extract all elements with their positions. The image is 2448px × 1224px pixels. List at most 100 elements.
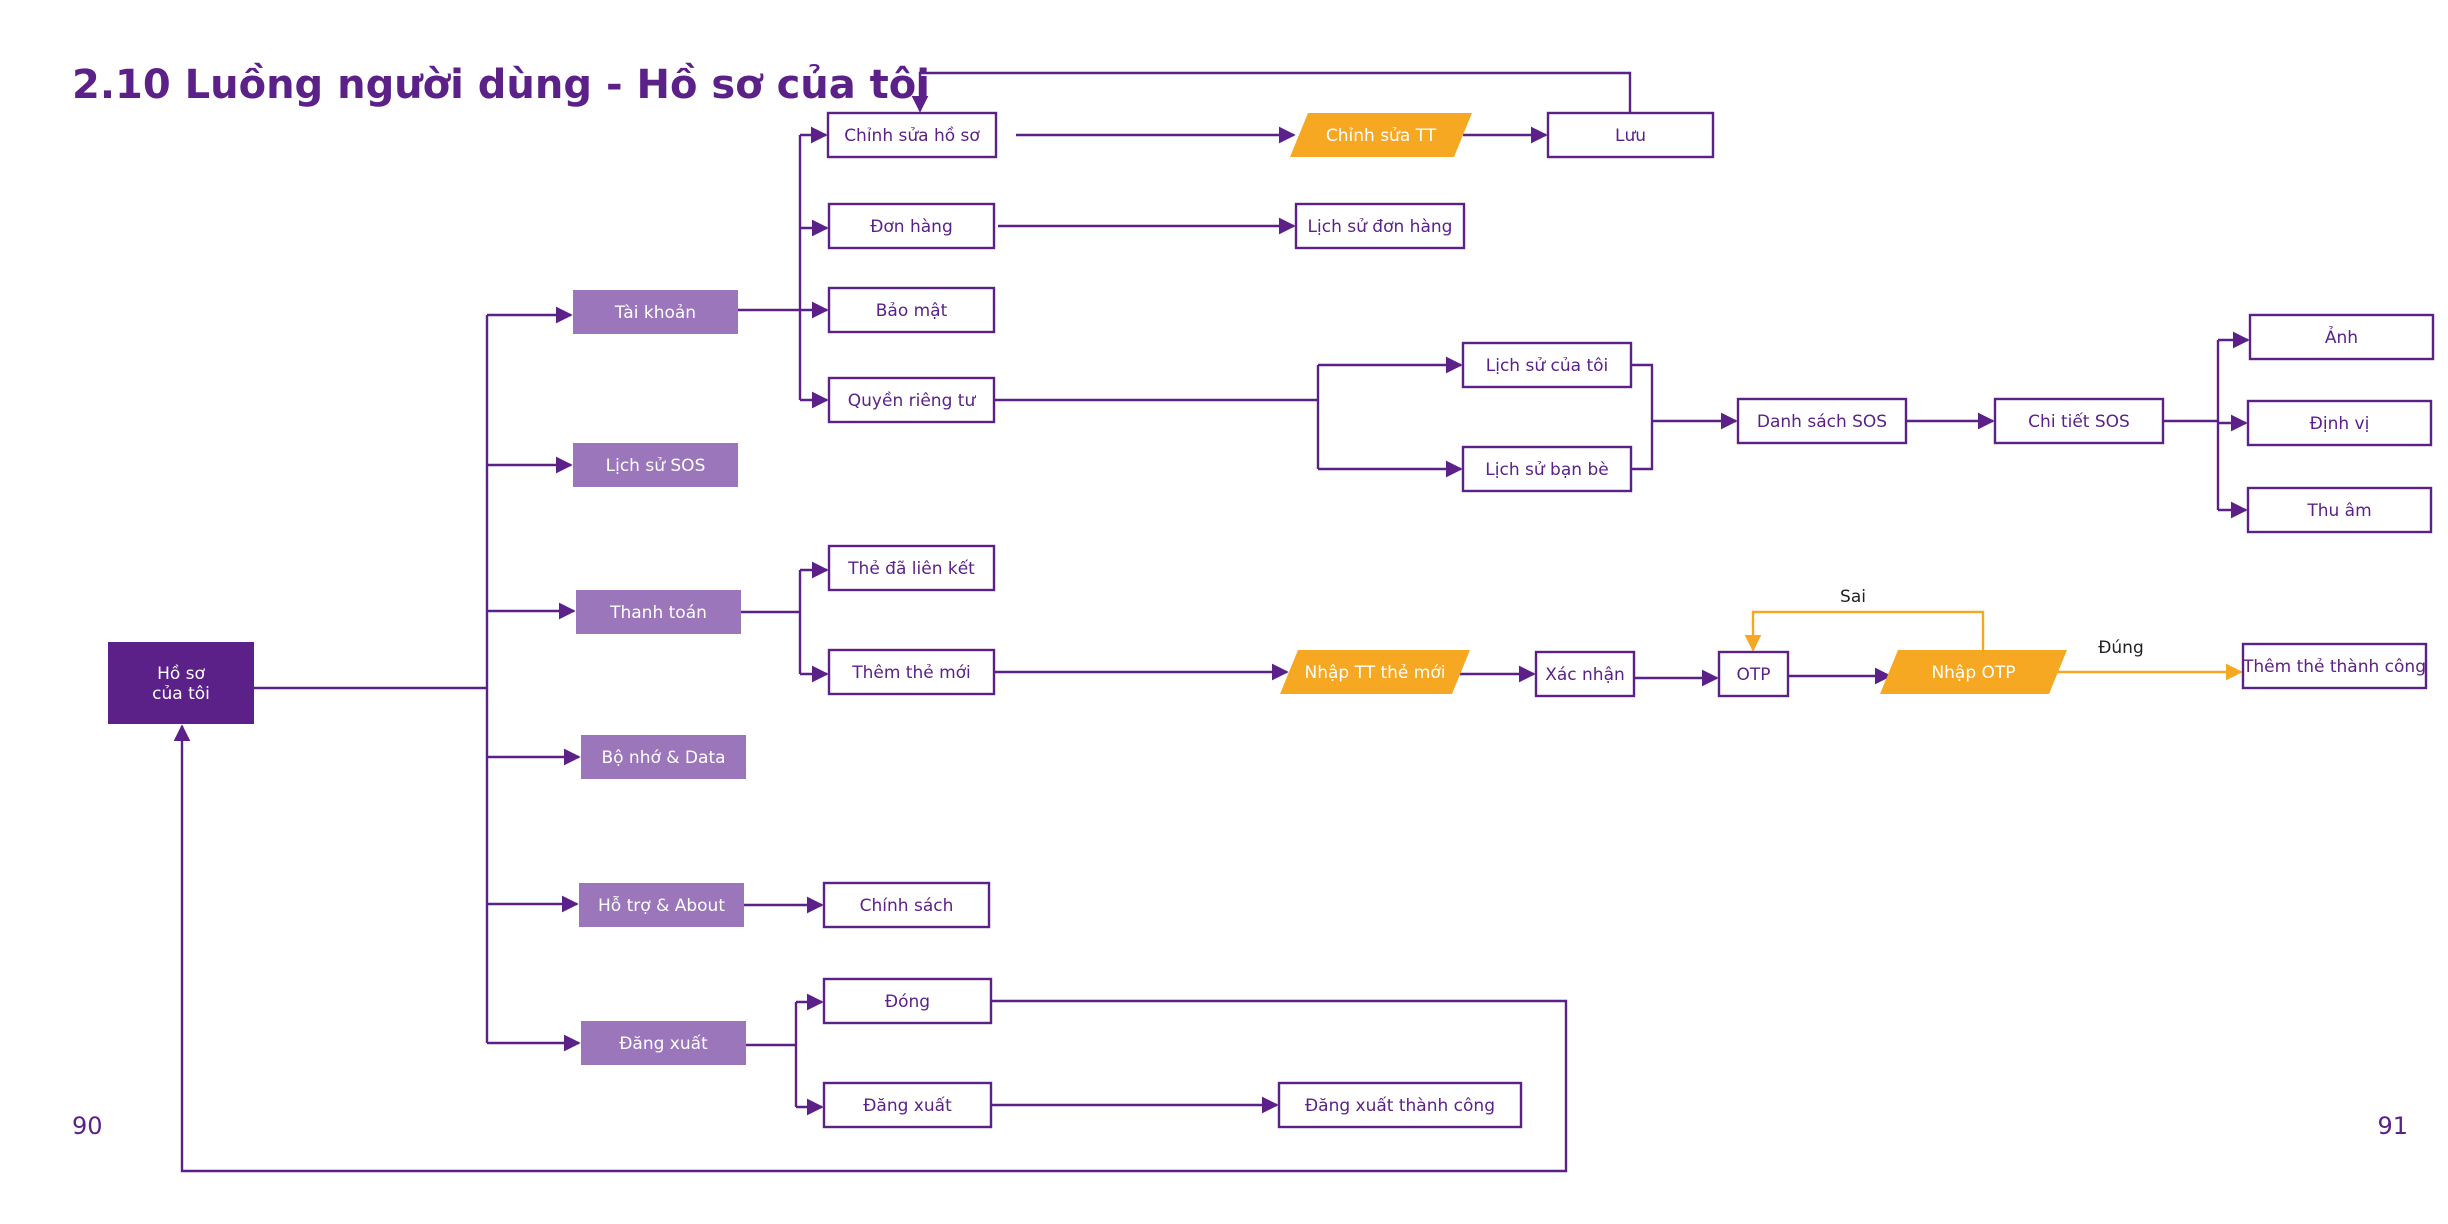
node-shape	[822, 1081, 993, 1129]
node-lichsudon: Lịch sử đơn hàng	[1294, 202, 1466, 250]
node-shape	[579, 883, 744, 927]
node-shape	[1717, 650, 1790, 698]
edge-luu-loop	[911, 71, 1632, 113]
node-lichsutoi: Lịch sử của tôi	[1461, 341, 1633, 389]
node-nhaptt: Nhập TT thẻ mới	[1280, 650, 1470, 694]
node-dinhvi: Định vị	[2246, 399, 2433, 447]
node-label: Đăng xuất thành công	[1305, 1095, 1495, 1116]
node-shape	[1880, 650, 2067, 694]
node-label: Chính sách	[860, 896, 954, 916]
node-shape	[1461, 341, 1633, 389]
node-themthe: Thêm thẻ mới	[827, 648, 996, 696]
node-shape	[1461, 445, 1633, 493]
node-quyenrieng: Quyền riêng tư	[827, 376, 996, 424]
node-label: Nhập OTP	[1931, 663, 2015, 683]
node-label: Danh sách SOS	[1757, 412, 1887, 432]
node-shape	[826, 111, 998, 159]
node-label: Chỉnh sửa hồ sơ	[844, 125, 980, 146]
node-label: Tài khoản	[614, 303, 696, 323]
node-lichsuban: Lịch sử bạn bè	[1461, 445, 1633, 493]
node-dssos: Danh sách SOS	[1736, 397, 1908, 445]
node-hotro: Hỗ trợ & About	[579, 883, 744, 927]
node-themthanhcong: Thêm thẻ thành công	[2241, 642, 2428, 690]
node-label: Đăng xuất	[619, 1033, 708, 1054]
node-taikhoan: Tài khoản	[573, 290, 738, 334]
node-label: Lịch sử của tôi	[1486, 356, 1609, 376]
edge-dong-return-loop	[173, 724, 1568, 1173]
node-chinhsua: Chỉnh sửa hồ sơ	[826, 111, 998, 159]
node-label: Thu âm	[2306, 501, 2371, 521]
edge-sai-loop	[1744, 610, 1985, 652]
node-shape	[1736, 397, 1908, 445]
node-shape	[2248, 313, 2435, 361]
node-shape	[576, 590, 741, 634]
node-label: Bảo mật	[876, 301, 948, 321]
node-label: Hỗ trợ & About	[598, 895, 725, 916]
node-bonho: Bộ nhớ & Data	[581, 735, 746, 779]
node-label: Chỉnh sửa TT	[1326, 126, 1437, 146]
node-label: Hồ sơ	[157, 663, 205, 684]
page-number-left: 90	[72, 1112, 103, 1140]
node-shape	[581, 1021, 746, 1065]
node-label: Thêm thẻ thành công	[2242, 657, 2426, 677]
node-shape	[581, 735, 746, 779]
node-shape	[827, 648, 996, 696]
node-shape	[2241, 642, 2428, 690]
node-label: Đóng	[885, 992, 930, 1012]
node-label: Thêm thẻ mới	[851, 663, 971, 683]
node-label: Định vị	[2310, 414, 2370, 434]
node-nhapotp: Nhập OTP	[1880, 650, 2067, 694]
node-chitietsos: Chi tiết SOS	[1993, 397, 2165, 445]
node-dxthanhcong: Đăng xuất thành công	[1277, 1081, 1523, 1129]
node-shape	[827, 202, 996, 250]
node-shape	[573, 290, 738, 334]
node-dangxuat: Đăng xuất	[581, 1021, 746, 1065]
node-label: Chi tiết SOS	[2028, 411, 2130, 432]
node-label: của tôi	[152, 684, 210, 704]
node-label: Nhập TT thẻ mới	[1305, 663, 1446, 683]
node-label: Lịch sử bạn bè	[1485, 460, 1608, 480]
node-label: Đăng xuất	[863, 1095, 952, 1116]
node-shape	[1277, 1081, 1523, 1129]
node-shape	[1546, 111, 1715, 159]
node-shape	[2246, 399, 2433, 447]
node-shape	[827, 286, 996, 334]
page-title: 2.10 Luồng người dùng - Hồ sơ của tôi	[72, 62, 930, 108]
node-shape	[1534, 650, 1636, 698]
node-label: Ảnh	[2325, 325, 2358, 348]
node-label: Đơn hàng	[870, 217, 953, 237]
node-label: Lịch sử SOS	[606, 456, 706, 476]
edge-label-sai: Sai	[1840, 587, 1866, 607]
node-label: Thẻ đã liên kết	[847, 558, 975, 579]
node-chinhsuatt: Chỉnh sửa TT	[1290, 113, 1472, 157]
node-chinhsach: Chính sách	[822, 881, 991, 929]
node-shape	[1280, 650, 1470, 694]
node-shape	[108, 642, 254, 724]
node-anh: Ảnh	[2248, 313, 2435, 361]
node-lichsusos: Lịch sử SOS	[573, 443, 738, 487]
node-thanhtoan: Thanh toán	[576, 590, 741, 634]
node-label: Lưu	[1615, 126, 1646, 146]
node-thelienket: Thẻ đã liên kết	[827, 544, 996, 592]
node-shape	[1294, 202, 1466, 250]
node-luu: Lưu	[1546, 111, 1715, 159]
node-thuam: Thu âm	[2246, 486, 2433, 534]
node-shape	[573, 443, 738, 487]
node-label: OTP	[1736, 665, 1770, 685]
node-label: Bộ nhớ & Data	[601, 748, 725, 768]
node-label: Lịch sử đơn hàng	[1308, 217, 1453, 237]
node-shape	[822, 881, 991, 929]
node-label: Xác nhận	[1545, 665, 1625, 685]
edge-label-dung: Đúng	[2098, 638, 2144, 658]
edge-merge-bracket	[1631, 363, 1654, 471]
node-label: Quyền riêng tư	[848, 390, 977, 411]
node-donhang: Đơn hàng	[827, 202, 996, 250]
node-xacnhan: Xác nhận	[1534, 650, 1636, 698]
node-shape	[1290, 113, 1472, 157]
node-shape	[827, 376, 996, 424]
node-shape	[827, 544, 996, 592]
node-otp: OTP	[1717, 650, 1790, 698]
node-shape	[1993, 397, 2165, 445]
node-shape	[2246, 486, 2433, 534]
